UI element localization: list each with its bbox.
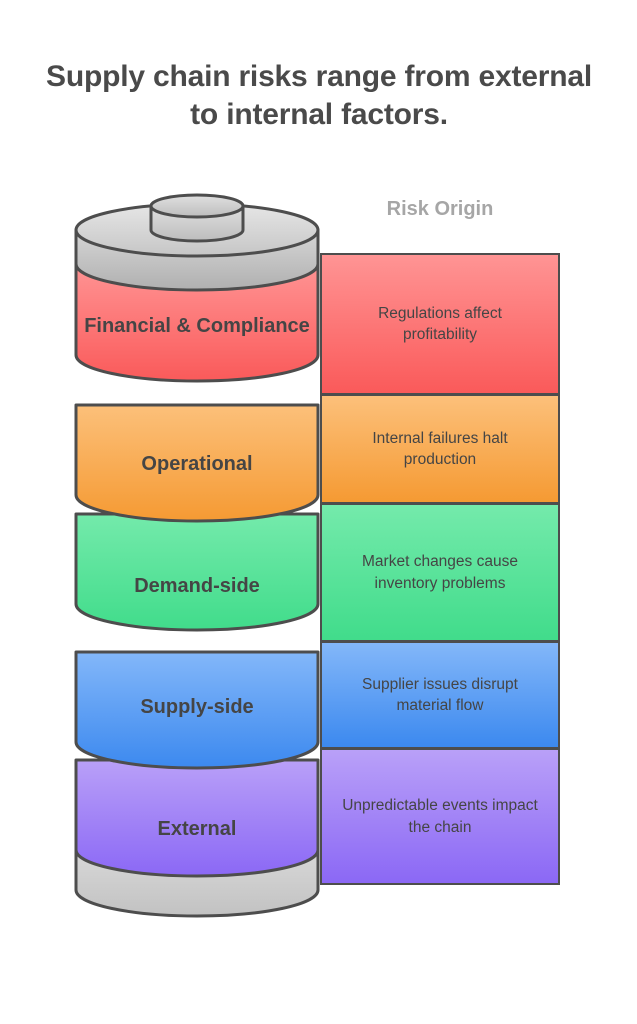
panel-row-text: Supplier issues disrupt material flow: [362, 675, 518, 714]
panel-row-financial-compliance[interactable]: Regulations affect profitability: [320, 253, 560, 394]
battery-illustration: [74, 193, 320, 918]
panel-row-supply-side[interactable]: Supplier issues disrupt material flow: [320, 641, 560, 748]
battery-segment-demand-side[interactable]: [74, 512, 320, 632]
battery-positive-terminal-top: [149, 193, 245, 219]
battery-segment-external[interactable]: [74, 758, 320, 878]
panel-row-text: Unpredictable events impact the chain: [342, 797, 538, 836]
risk-origin-column-header: Risk Origin: [386, 198, 494, 220]
panel-row-operational[interactable]: Internal failures halt production: [320, 394, 560, 503]
page-title: Supply chain risks range from external t…: [46, 60, 592, 132]
panel-row-demand-side[interactable]: Market changes cause inventory problems: [320, 503, 560, 641]
panel-row-text: Internal failures halt production: [372, 429, 508, 468]
panel-row-text: Regulations affect profitability: [378, 304, 502, 343]
risk-origin-panel: Regulations affect profitability Interna…: [320, 253, 560, 885]
panel-row-text: Market changes cause inventory problems: [362, 553, 518, 592]
battery-segment-financial-compliance[interactable]: [74, 262, 320, 383]
battery-segment-operational[interactable]: [74, 403, 320, 523]
panel-row-external[interactable]: Unpredictable events impact the chain: [320, 748, 560, 885]
battery-segment-supply-side[interactable]: [74, 650, 320, 770]
